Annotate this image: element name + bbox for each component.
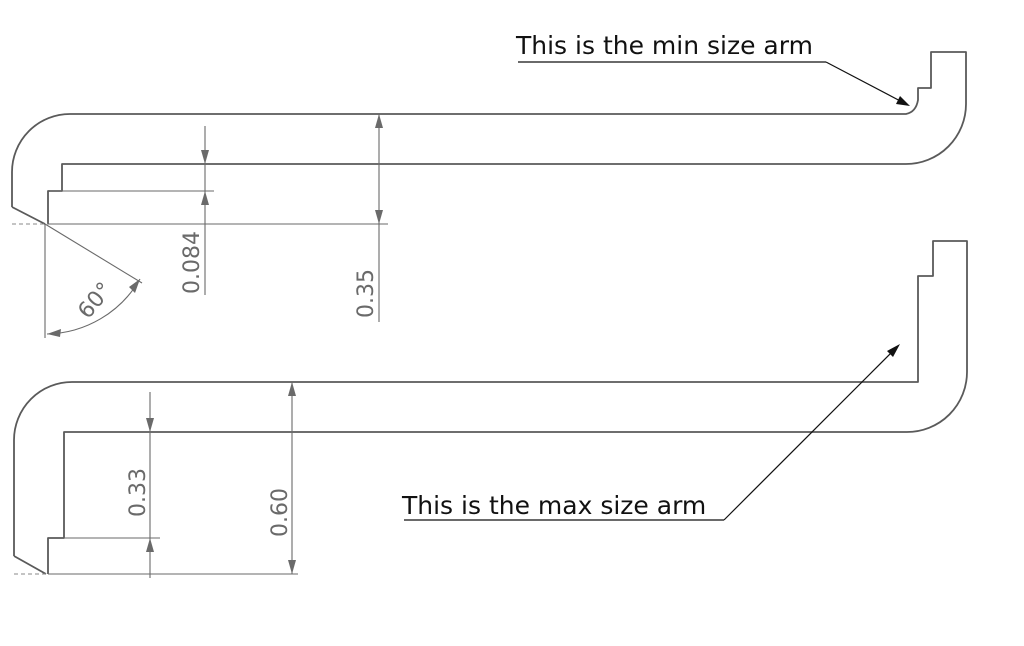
min-arm-leader [518, 61, 910, 106]
max-arm-outline [13, 240, 968, 575]
min-arm-extension-lines [12, 190, 388, 225]
max-step-dimension: 0.33 [126, 392, 154, 578]
min-step-dimension: 0.084 [180, 126, 209, 295]
max-height-label: 0.60 [268, 488, 293, 537]
angle-label: 60° [73, 278, 117, 324]
min-height-label: 0.35 [354, 269, 379, 318]
min-height-dimension: 0.35 [354, 114, 383, 322]
angle-dimension: 60° [44, 223, 143, 338]
max-arm-note: This is the max size arm [401, 491, 706, 520]
min-arm-note: This is the min size arm [515, 31, 813, 60]
max-step-label: 0.33 [126, 468, 151, 517]
min-step-label: 0.084 [180, 231, 205, 294]
max-arm-leader [404, 344, 900, 521]
max-arm-extension-lines [14, 537, 298, 575]
min-arm-outline [11, 51, 967, 225]
max-height-dimension: 0.60 [268, 382, 296, 574]
